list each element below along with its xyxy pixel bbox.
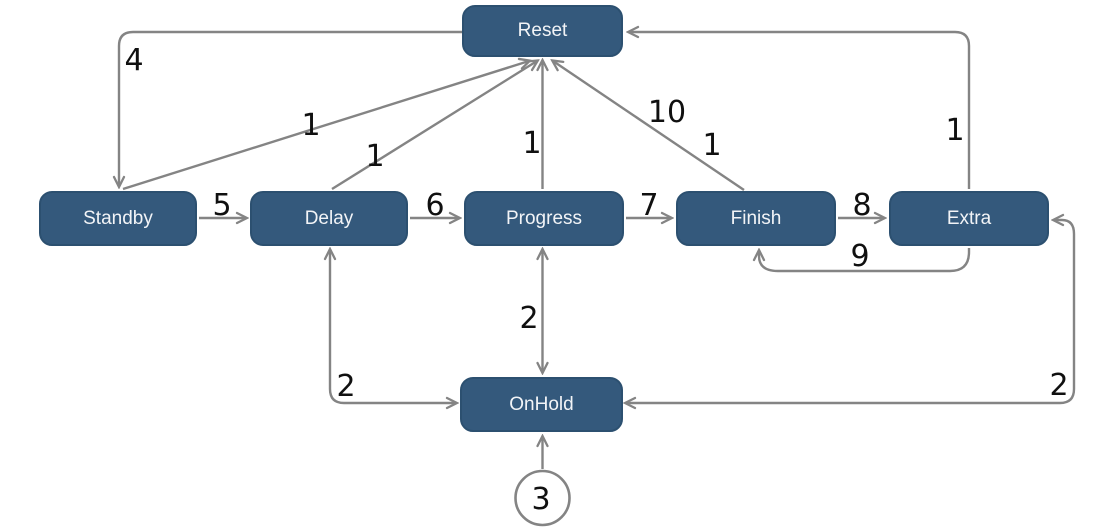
state-node-progress[interactable]: Progress (464, 191, 624, 246)
edge-label-8: 8 (852, 188, 871, 223)
state-label-standby: Standby (83, 207, 153, 229)
edge-label-1-finish: 1 (702, 128, 721, 163)
state-label-delay: Delay (304, 207, 354, 229)
state-label-reset: Reset (517, 20, 568, 41)
state-label-onhold: OnHold (509, 393, 574, 415)
edge-extra-onhold (626, 220, 1076, 403)
edge-delay-reset (331, 61, 537, 191)
edge-label-2-delay: 2 (336, 369, 355, 404)
state-node-finish[interactable]: Finish (676, 191, 836, 246)
state-node-reset[interactable]: Reset (462, 5, 623, 57)
state-label-finish: Finish (730, 207, 782, 229)
state-node-onhold[interactable]: OnHold (460, 377, 623, 432)
edge-reset-standby (119, 30, 462, 186)
edge-finish-reset (553, 61, 745, 191)
state-label-progress: Progress (505, 207, 583, 229)
edge-label-2-progress: 2 (519, 301, 538, 336)
edge-label-1-delay: 1 (365, 139, 384, 174)
edge-label-2-extra: 2 (1049, 368, 1068, 403)
edge-label-1-extra: 1 (945, 113, 964, 148)
state-node-delay[interactable]: Delay (250, 191, 408, 246)
edge-label-4: 4 (124, 43, 143, 78)
edge-standby-reset (122, 61, 529, 191)
edge-extra-reset (629, 32, 971, 189)
start-marker-label: 3 (531, 482, 550, 517)
edge-label-1-progress: 1 (522, 126, 541, 161)
edge-label-9: 9 (850, 239, 869, 274)
edge-label-6: 6 (425, 188, 444, 223)
edge-label-7: 7 (639, 188, 658, 223)
edge-delay-onhold (330, 250, 456, 403)
edge-label-5: 5 (212, 188, 231, 223)
state-node-standby[interactable]: Standby (39, 191, 197, 246)
state-node-extra[interactable]: Extra (889, 191, 1049, 246)
edge-label-10: 10 (648, 95, 686, 130)
edge-label-1-standby: 1 (301, 108, 320, 143)
state-label-extra: Extra (946, 207, 992, 229)
start-marker[interactable] (514, 469, 571, 527)
